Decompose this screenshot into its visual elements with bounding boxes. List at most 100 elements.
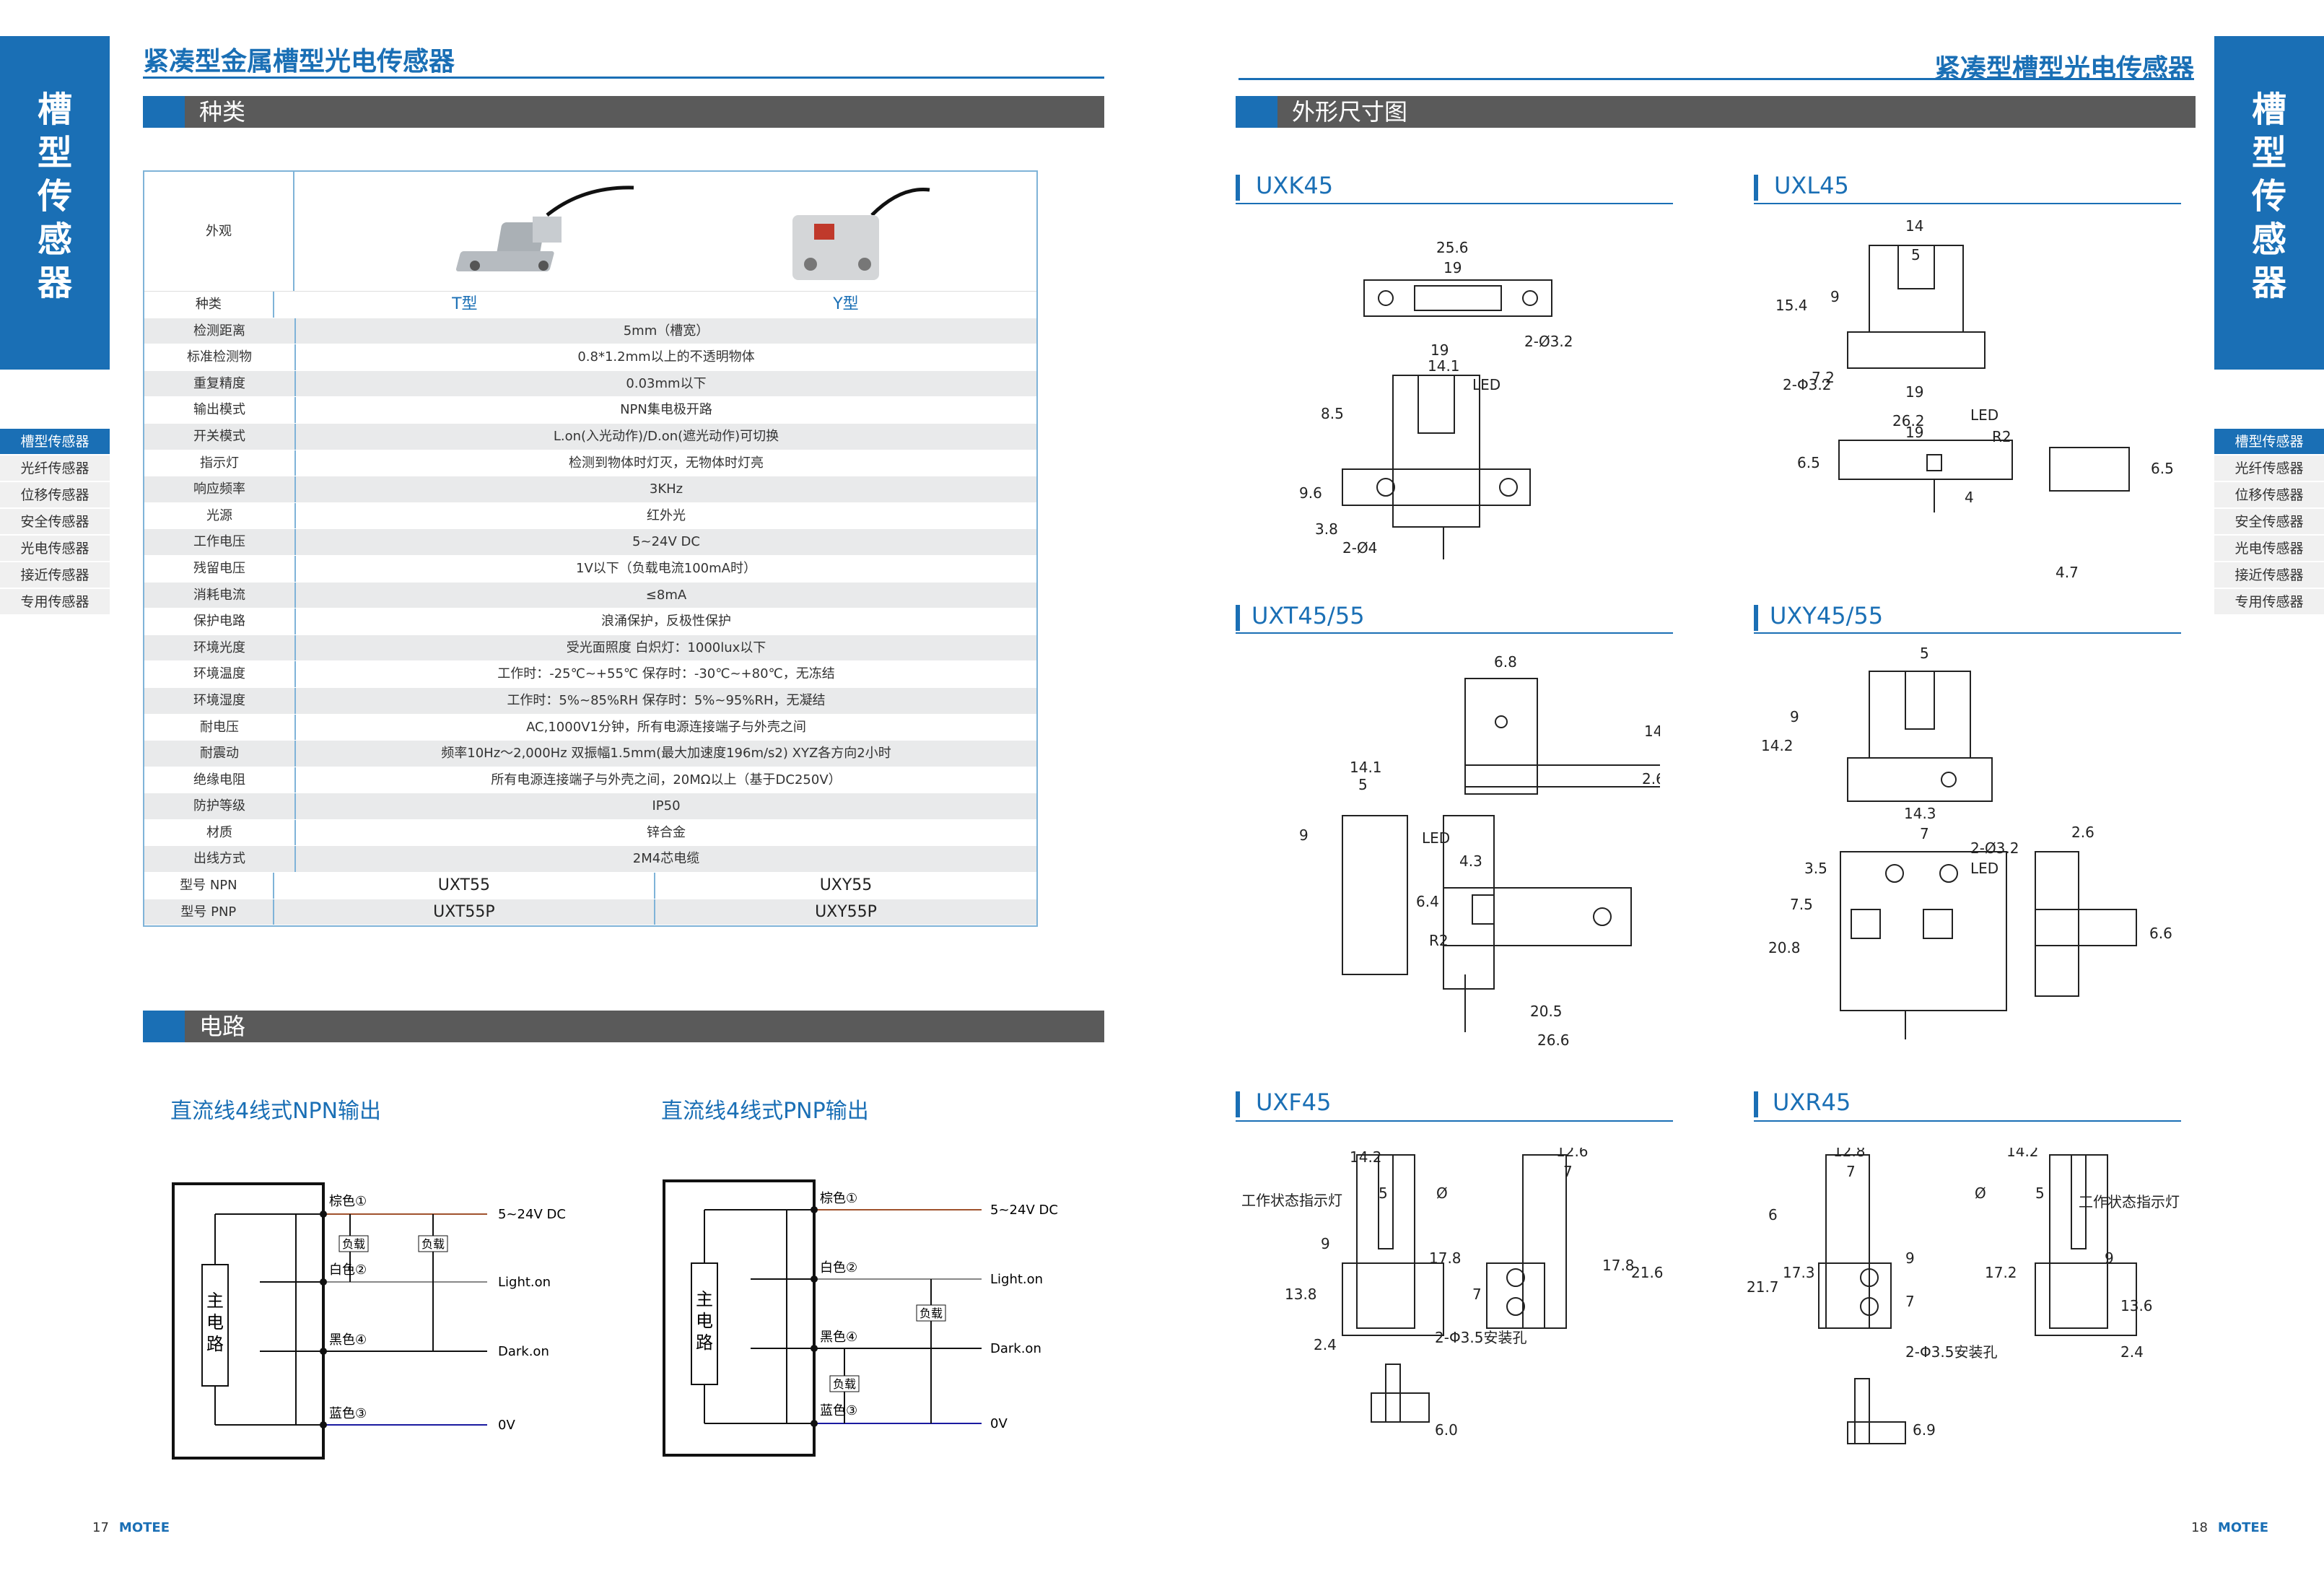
svg-text:路: 路 bbox=[206, 1334, 224, 1354]
svg-text:白色②: 白色② bbox=[820, 1260, 857, 1275]
spec-value: 浪涌保护，反极性保护 bbox=[601, 614, 731, 629]
menu-item-special-sensor[interactable]: 专用传感器 bbox=[2214, 589, 2324, 616]
svg-text:14.1: 14.1 bbox=[1644, 723, 1660, 740]
svg-text:9: 9 bbox=[1790, 708, 1799, 725]
y-type-sensor-image bbox=[792, 187, 930, 280]
svg-text:6.5: 6.5 bbox=[1797, 454, 1820, 471]
spec-value: 工作时：5%~85%RH 保存时：5%~95%RH，无凝结 bbox=[507, 692, 826, 708]
svg-text:棕色①: 棕色① bbox=[329, 1194, 367, 1209]
spec-label: 检测距离 bbox=[144, 318, 296, 344]
svg-text:14.2: 14.2 bbox=[1761, 737, 1794, 754]
svg-text:2-Φ3.5安装孔: 2-Φ3.5安装孔 bbox=[1435, 1329, 1527, 1346]
spec-value: 2M4芯电缆 bbox=[632, 851, 700, 867]
title-marker bbox=[1236, 605, 1240, 631]
npn-model-row: 型号 NPN UXT55 UXY55 bbox=[144, 873, 1036, 899]
svg-text:2.6: 2.6 bbox=[1642, 770, 1660, 788]
menu-item-photoelectric-sensor[interactable]: 光电传感器 bbox=[0, 536, 110, 562]
svg-text:17.2: 17.2 bbox=[1985, 1264, 2017, 1281]
spec-row: 绝缘电阻所有电源连接端子与外壳之间，20MΩ以上（基于DC250V） bbox=[144, 767, 1036, 794]
menu-item-safety-sensor[interactable]: 安全传感器 bbox=[0, 509, 110, 536]
uxr45-drawing: 12.87 617.3 21.79 72-Φ3.5安装孔 6.9 14.25Ø … bbox=[1747, 1148, 2180, 1444]
svg-text:蓝色③: 蓝色③ bbox=[329, 1406, 367, 1421]
menu-item-proximity-sensor[interactable]: 接近传感器 bbox=[0, 562, 110, 589]
menu-item-slot-sensor[interactable]: 槽型传感器 bbox=[2214, 429, 2324, 455]
svg-text:LED: LED bbox=[1422, 829, 1450, 847]
left-side-menu: 槽型传感器 光纤传感器 位移传感器 安全传感器 光电传感器 接近传感器 专用传感… bbox=[0, 429, 110, 616]
spec-label: 工作电压 bbox=[144, 529, 296, 555]
svg-text:R2: R2 bbox=[1992, 428, 2011, 445]
model-uxr45-title: UXR45 bbox=[1773, 1089, 1851, 1116]
type-row: 种类 T型 Y型 bbox=[144, 292, 1036, 318]
svg-text:12.6: 12.6 bbox=[1556, 1148, 1589, 1160]
spec-label: 输出模式 bbox=[144, 397, 296, 423]
menu-item-proximity-sensor[interactable]: 接近传感器 bbox=[2214, 562, 2324, 589]
spec-label: 标准检测物 bbox=[144, 344, 296, 370]
spec-row: 光源红外光 bbox=[144, 502, 1036, 530]
svg-text:2-Ø4: 2-Ø4 bbox=[1342, 539, 1377, 557]
svg-text:7: 7 bbox=[1563, 1163, 1573, 1180]
svg-text:负载: 负载 bbox=[342, 1237, 365, 1251]
right-title-line bbox=[1239, 78, 2194, 80]
menu-item-fiber-sensor[interactable]: 光纤传感器 bbox=[0, 455, 110, 482]
model-uxy4555-title: UXY45/55 bbox=[1770, 602, 1884, 629]
title-marker bbox=[1236, 175, 1240, 201]
svg-text:8.5: 8.5 bbox=[1321, 405, 1344, 422]
menu-item-special-sensor[interactable]: 专用传感器 bbox=[0, 589, 110, 616]
spec-value: 红外光 bbox=[647, 507, 686, 523]
spec-row: 环境湿度工作时：5%~85%RH 保存时：5%~95%RH，无凝结 bbox=[144, 687, 1036, 715]
svg-text:白色②: 白色② bbox=[329, 1262, 367, 1278]
menu-item-fiber-sensor[interactable]: 光纤传感器 bbox=[2214, 455, 2324, 482]
spec-value: 0.03mm以下 bbox=[626, 375, 707, 391]
svg-text:20.5: 20.5 bbox=[1530, 1003, 1563, 1020]
svg-text:5: 5 bbox=[1379, 1185, 1388, 1202]
svg-text:6.6: 6.6 bbox=[2149, 925, 2172, 942]
svg-text:负载: 负载 bbox=[919, 1306, 943, 1320]
npn-circuit-title: 直流线4线式NPN输出 bbox=[170, 1099, 382, 1124]
svg-text:Ø: Ø bbox=[1975, 1185, 1986, 1202]
spec-value: 受光面照度 白炽灯：1000lux以下 bbox=[566, 640, 766, 655]
svg-text:电: 电 bbox=[206, 1312, 224, 1332]
svg-text:2-Φ3.5安装孔: 2-Φ3.5安装孔 bbox=[1905, 1343, 1998, 1361]
pnp-model-row: 型号 PNP UXT55P UXY55P bbox=[144, 899, 1036, 926]
section-types: 种类 bbox=[143, 96, 1104, 128]
menu-item-safety-sensor[interactable]: 安全传感器 bbox=[2214, 509, 2324, 536]
svg-text:黑色④: 黑色④ bbox=[329, 1332, 367, 1348]
svg-text:2.4: 2.4 bbox=[1314, 1336, 1337, 1353]
title-underline bbox=[1236, 632, 1673, 634]
spec-value: 1V以下（负载电流100mA时） bbox=[576, 560, 756, 576]
menu-item-slot-sensor[interactable]: 槽型传感器 bbox=[0, 429, 110, 455]
svg-text:7: 7 bbox=[1920, 825, 1929, 842]
spec-value: IP50 bbox=[652, 798, 681, 814]
svg-text:13.8: 13.8 bbox=[1285, 1286, 1317, 1303]
svg-text:9: 9 bbox=[1905, 1249, 1915, 1267]
svg-text:4.7: 4.7 bbox=[2056, 564, 2079, 581]
svg-text:4: 4 bbox=[1965, 489, 1974, 506]
svg-text:14.2: 14.2 bbox=[1350, 1148, 1382, 1166]
title-marker bbox=[1236, 1091, 1240, 1117]
menu-item-photoelectric-sensor[interactable]: 光电传感器 bbox=[2214, 536, 2324, 562]
svg-text:R2: R2 bbox=[1429, 932, 1449, 949]
menu-item-displacement-sensor[interactable]: 位移传感器 bbox=[2214, 482, 2324, 509]
svg-text:5: 5 bbox=[1920, 645, 1929, 662]
spec-label: 开关模式 bbox=[144, 423, 296, 450]
npn-model-y: UXY55 bbox=[819, 876, 873, 895]
title-marker bbox=[1754, 605, 1758, 631]
pnp-model-y: UXY55P bbox=[815, 902, 877, 921]
svg-text:蓝色③: 蓝色③ bbox=[820, 1403, 857, 1418]
section-mark bbox=[1236, 96, 1277, 128]
svg-text:17.3: 17.3 bbox=[1783, 1264, 1815, 1281]
title-underline bbox=[1754, 632, 2181, 634]
menu-item-displacement-sensor[interactable]: 位移传感器 bbox=[0, 482, 110, 509]
spec-label: 消耗电流 bbox=[144, 582, 296, 608]
svg-text:14.2: 14.2 bbox=[2006, 1148, 2039, 1160]
